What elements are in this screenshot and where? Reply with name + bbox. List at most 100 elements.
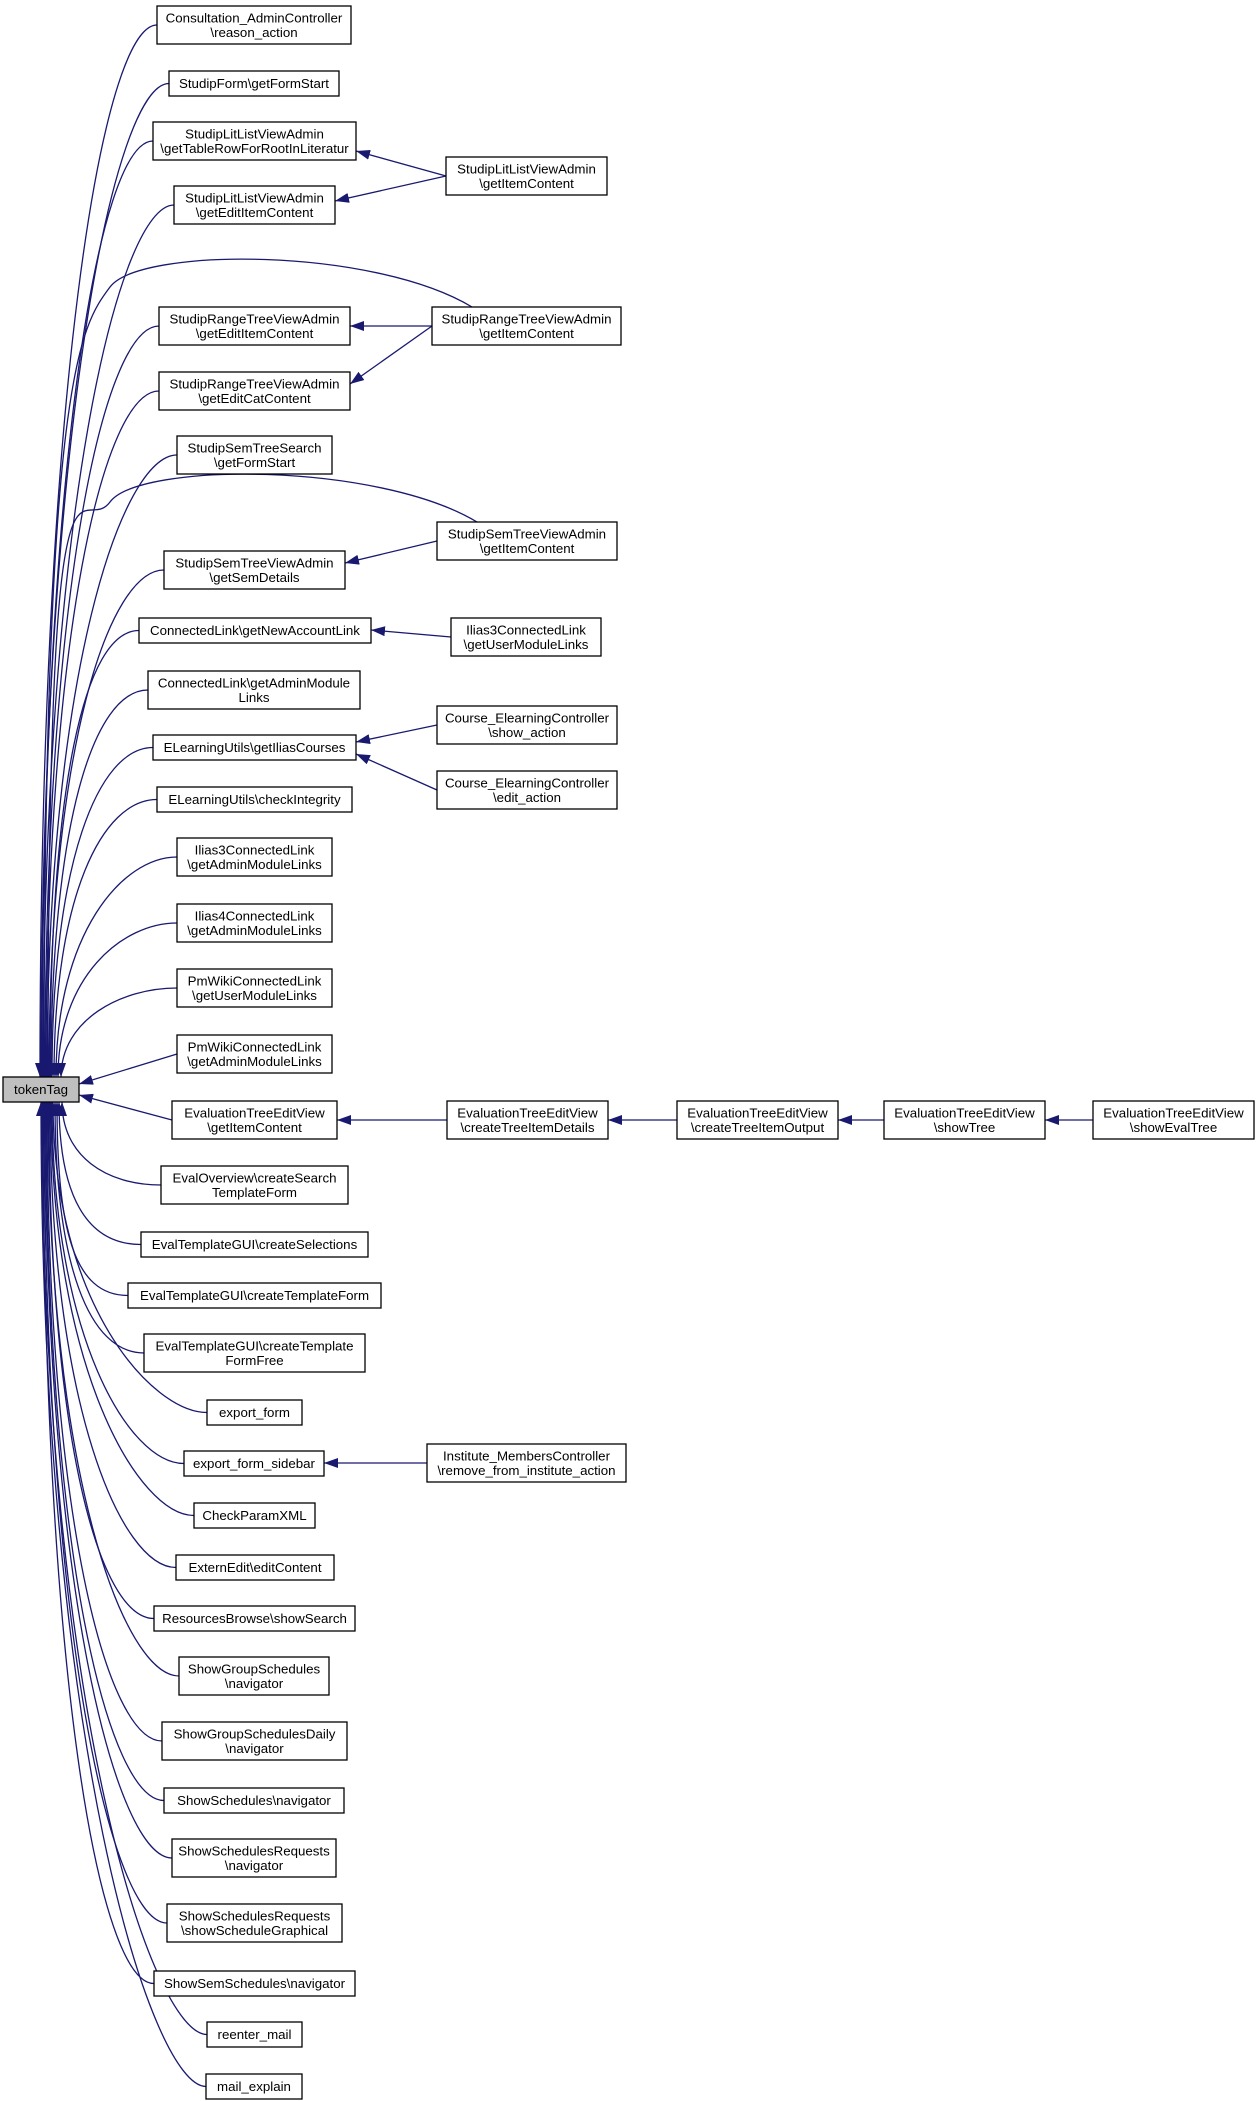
node-label-line: Ilias3ConnectedLink xyxy=(466,622,586,637)
node-label-line: \getItemContent xyxy=(479,326,574,341)
node-label-line: \show_action xyxy=(488,725,566,740)
node-n27[interactable]: ShowGroupSchedules\navigator xyxy=(178,1656,330,1696)
node-n12[interactable]: ELearningUtils\checkIntegrity xyxy=(156,786,353,813)
node-c1[interactable]: StudipLitListViewAdmin\getItemContent xyxy=(445,156,608,196)
node-label-line: ELearningUtils\checkIntegrity xyxy=(168,792,341,807)
node-box xyxy=(676,1100,839,1140)
edge-n16-to-root xyxy=(78,1053,178,1085)
node-c4[interactable]: Ilias3ConnectedLink\getUserModuleLinks xyxy=(450,617,602,657)
edge-c5-to-n11 xyxy=(355,724,438,745)
node-label-line: Links xyxy=(238,690,269,705)
node-c3[interactable]: StudipSemTreeViewAdmin\getItemContent xyxy=(436,521,618,561)
node-label-line: \remove_from_institute_action xyxy=(437,1463,615,1478)
edge-n1-to-root xyxy=(35,24,158,1078)
edge-c4-to-n9 xyxy=(370,626,452,638)
node-n16[interactable]: PmWikiConnectedLink\getAdminModuleLinks xyxy=(176,1034,333,1074)
node-box xyxy=(436,770,618,810)
node-n11[interactable]: ELearningUtils\getIliasCourses xyxy=(152,734,357,761)
node-n2[interactable]: StudipForm\getFormStart xyxy=(168,70,340,97)
node-label-line: ExternEdit\editContent xyxy=(188,1560,321,1575)
node-label-line: \reason_action xyxy=(210,25,297,40)
node-box xyxy=(445,156,608,196)
node-n4[interactable]: StudipLitListViewAdmin\getEditItemConten… xyxy=(173,185,336,225)
node-box xyxy=(2,1076,80,1103)
node-n30[interactable]: ShowSchedulesRequests\navigator xyxy=(171,1838,337,1878)
node-box xyxy=(127,1282,382,1309)
node-n22[interactable]: export_form xyxy=(206,1399,303,1426)
node-n17[interactable]: EvaluationTreeEditView\getItemContent xyxy=(171,1100,338,1140)
node-label-line: \showTree xyxy=(934,1120,996,1135)
edge-n6-to-root xyxy=(41,390,160,1078)
node-box xyxy=(176,968,333,1008)
node-n7[interactable]: StudipSemTreeSearch\getFormStart xyxy=(176,435,333,475)
node-c6[interactable]: Course_ElearningController\edit_action xyxy=(436,770,618,810)
node-box xyxy=(446,1100,609,1140)
node-box xyxy=(205,2073,303,2100)
edge-n27-to-root xyxy=(43,1101,180,1677)
node-n24[interactable]: CheckParamXML xyxy=(193,1502,316,1529)
node-n9[interactable]: ConnectedLink\getNewAccountLink xyxy=(138,617,372,644)
node-n3[interactable]: StudipLitListViewAdmin\getTableRowForRoo… xyxy=(152,121,357,161)
node-box xyxy=(173,185,336,225)
edge-n12-to-root xyxy=(49,798,158,1078)
node-n34[interactable]: mail_explain xyxy=(205,2073,303,2100)
node-box xyxy=(152,121,357,161)
edge-n20-to-root xyxy=(52,1101,129,1297)
node-c9[interactable]: EvaluationTreeEditView\showTree xyxy=(883,1100,1046,1140)
edge-n26-to-root xyxy=(44,1101,155,1620)
node-n26[interactable]: ResourcesBrowse\showSearch xyxy=(153,1605,356,1632)
node-label-line: mail_explain xyxy=(217,2079,291,2094)
node-n6[interactable]: StudipRangeTreeViewAdmin\getEditCatConte… xyxy=(158,371,351,411)
node-c2[interactable]: StudipRangeTreeViewAdmin\getItemContent xyxy=(431,306,622,346)
node-n8[interactable]: StudipSemTreeViewAdmin\getSemDetails xyxy=(163,550,346,590)
node-label-line: export_form_sidebar xyxy=(193,1456,316,1471)
node-n15[interactable]: PmWikiConnectedLink\getUserModuleLinks xyxy=(176,968,333,1008)
node-n19[interactable]: EvalTemplateGUI\createSelections xyxy=(140,1231,369,1258)
node-n31[interactable]: ShowSchedulesRequests\showScheduleGraphi… xyxy=(166,1903,343,1943)
node-n33[interactable]: reenter_mail xyxy=(206,2021,303,2048)
node-label-line: FormFree xyxy=(225,1353,283,1368)
node-box xyxy=(138,617,372,644)
edge-n4-to-root xyxy=(38,204,175,1078)
node-n1[interactable]: Consultation_AdminController\reason_acti… xyxy=(156,5,352,45)
edge-n22-to-root xyxy=(48,1101,208,1414)
node-label-line: \createTreeItemOutput xyxy=(691,1120,825,1135)
node-label-line: Ilias3ConnectedLink xyxy=(195,842,315,857)
node-c11[interactable]: Institute_MembersController\remove_from_… xyxy=(426,1443,627,1483)
node-c10[interactable]: EvaluationTreeEditView\showEvalTree xyxy=(1092,1100,1255,1140)
node-box xyxy=(193,1502,316,1529)
node-n20[interactable]: EvalTemplateGUI\createTemplateForm xyxy=(127,1282,382,1309)
node-label-line: StudipRangeTreeViewAdmin xyxy=(169,376,339,391)
edge-c3-to-n8 xyxy=(344,540,438,565)
node-n10[interactable]: ConnectedLink\getAdminModuleLinks xyxy=(147,670,361,710)
node-label-line: \showScheduleGraphical xyxy=(181,1923,328,1938)
edge-n28-to-root xyxy=(42,1101,163,1742)
node-n29[interactable]: ShowSchedules\navigator xyxy=(163,1787,345,1814)
node-box xyxy=(163,550,346,590)
node-n25[interactable]: ExternEdit\editContent xyxy=(175,1554,335,1581)
node-n5[interactable]: StudipRangeTreeViewAdmin\getEditItemCont… xyxy=(158,306,351,346)
edge-n31-to-root xyxy=(39,1101,168,1924)
edge-n7-to-root xyxy=(42,454,178,1078)
node-c8[interactable]: EvaluationTreeEditView\createTreeItemOut… xyxy=(676,1100,839,1140)
node-c7[interactable]: EvaluationTreeEditView\createTreeItemDet… xyxy=(446,1100,609,1140)
node-box xyxy=(171,1838,337,1878)
edge-n30-to-root xyxy=(40,1101,173,1859)
node-n14[interactable]: Ilias4ConnectedLink\getAdminModuleLinks xyxy=(176,903,333,943)
node-c5[interactable]: Course_ElearningController\show_action xyxy=(436,705,618,745)
edge-n34-to-root xyxy=(36,1101,207,2088)
node-box xyxy=(156,786,353,813)
node-box xyxy=(143,1333,366,1373)
node-n13[interactable]: Ilias3ConnectedLink\getAdminModuleLinks xyxy=(176,837,333,877)
node-label-line: \getAdminModuleLinks xyxy=(187,1054,322,1069)
node-box xyxy=(158,306,351,346)
node-n23[interactable]: export_form_sidebar xyxy=(183,1450,325,1477)
node-label-line: ShowGroupSchedulesDaily xyxy=(174,1726,336,1741)
root-node[interactable]: tokenTag xyxy=(2,1076,80,1103)
node-label-line: \navigator xyxy=(225,1741,284,1756)
node-n32[interactable]: ShowSemSchedules\navigator xyxy=(153,1970,356,1997)
node-box xyxy=(176,837,333,877)
node-n28[interactable]: ShowGroupSchedulesDaily\navigator xyxy=(161,1721,348,1761)
